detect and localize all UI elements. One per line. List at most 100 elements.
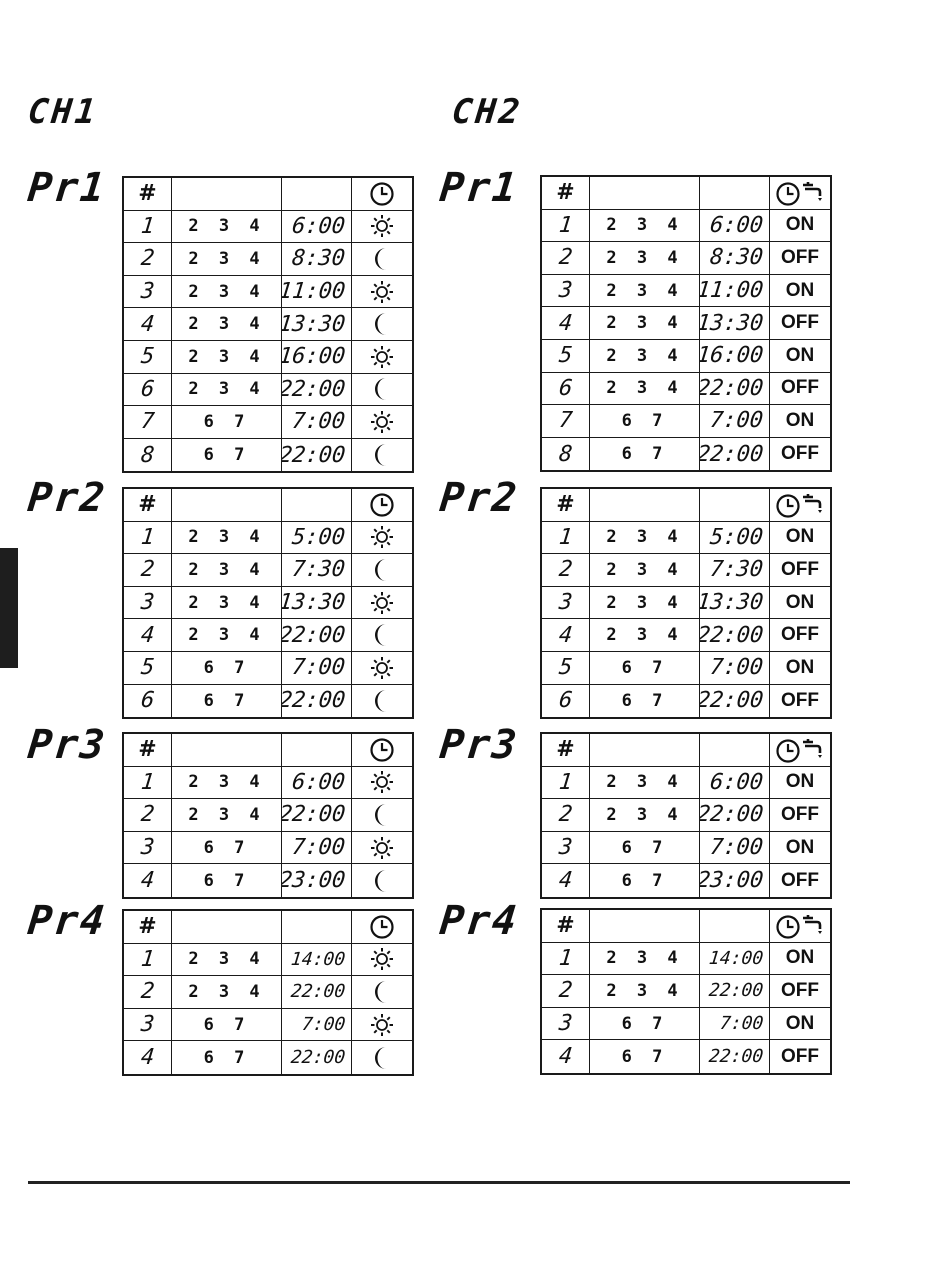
time-text: 8:30 [290, 246, 347, 272]
time-cell: 22:00 [700, 975, 770, 1008]
days-header [172, 911, 282, 944]
row-number-text: 4 [139, 1045, 156, 1071]
weekdays-cell: 1 2 3 4 5 [172, 554, 282, 587]
time-text: 7:00 [708, 835, 765, 861]
weekdays-cell: 1 2 3 4 5 [590, 942, 700, 976]
weekdays-cell: 1 2 3 4 5 [172, 586, 282, 620]
row-number-text: 3 [139, 590, 156, 616]
days-header [590, 489, 700, 522]
row-number-text: 1 [557, 524, 574, 550]
time-cell: 16:00 [700, 339, 770, 373]
row-number: 6 [124, 373, 172, 407]
row-number: 2 [542, 799, 590, 832]
channel-2-label: CH2 [449, 92, 525, 132]
ch1-program-1-table: #11 2 3 4 56:0021 2 3 4 58:3031 2 3 4 51… [122, 176, 414, 474]
row-number: 1 [542, 766, 590, 800]
sun-icon [352, 211, 412, 244]
time-header [700, 177, 770, 210]
weekdays-cell: 6 7 [172, 651, 282, 685]
row-number-text: 3 [557, 1011, 574, 1037]
time-text: 23:00 [282, 868, 347, 894]
time-cell: 14:00 [282, 943, 352, 977]
time-cell: 22:00 [700, 799, 770, 832]
weekdays-cell: 1 2 3 4 5 [590, 586, 700, 620]
switch-state: ON [770, 652, 830, 685]
row-number: 2 [542, 242, 590, 275]
weekdays-cell: 1 2 3 4 5 [172, 799, 282, 832]
weekdays-cell: 1 2 3 4 5 [172, 766, 282, 800]
row-number-text: 6 [557, 688, 574, 714]
row-number-text: 5 [557, 655, 574, 681]
index-header: # [124, 489, 172, 522]
sun-icon [352, 944, 412, 977]
time-cell: 22:00 [700, 1040, 770, 1073]
weekdays-cell: 6 7 [590, 684, 700, 718]
time-cell: 7:00 [700, 1007, 770, 1041]
row-number: 1 [124, 210, 172, 244]
weekdays-cell: 6 7 [172, 684, 282, 718]
time-text: 22:00 [700, 622, 765, 648]
row-number-text: 1 [139, 524, 156, 550]
time-cell: 23:00 [282, 864, 352, 897]
row-number-text: 4 [557, 310, 574, 336]
switch-state: OFF [770, 373, 830, 406]
row-number: 5 [542, 339, 590, 373]
ch2-program-4-label: Pr4 [437, 898, 521, 944]
switch-state: ON [770, 275, 830, 308]
weekdays-cell: 1 2 3 4 5 [172, 210, 282, 244]
weekdays-cell: 1 2 3 4 5 [590, 209, 700, 243]
time-header [282, 178, 352, 211]
row-number-text: 1 [557, 769, 574, 795]
time-cell: 6:00 [282, 210, 352, 244]
moon-icon [352, 976, 412, 1009]
row-number: 3 [542, 274, 590, 308]
row-number-text: 2 [139, 246, 156, 272]
weekdays-cell: 1 2 3 4 5 [172, 275, 282, 309]
index-header: # [542, 910, 590, 943]
sun-icon [352, 406, 412, 439]
time-cell: 16:00 [282, 340, 352, 374]
time-text: 6:00 [290, 769, 347, 795]
row-number-text: 1 [557, 945, 574, 971]
time-cell: 13:30 [282, 586, 352, 620]
weekdays-cell: 1 2 3 4 5 [590, 521, 700, 555]
row-number: 3 [124, 1008, 172, 1042]
row-number: 8 [124, 438, 172, 472]
weekdays-cell: 6 7 [590, 864, 700, 897]
ch2-program-1-label: Pr1 [437, 165, 521, 211]
row-number-text: 5 [557, 343, 574, 369]
time-text: 22:00 [282, 802, 347, 828]
time-cell: 11:00 [282, 275, 352, 309]
row-number: 1 [542, 209, 590, 243]
ch1-program-2-table: #11 2 3 4 55:0021 2 3 4 57:3031 2 3 4 51… [122, 487, 414, 720]
time-text: 11:00 [700, 278, 765, 304]
time-text: 22:00 [282, 376, 347, 402]
row-number: 5 [124, 340, 172, 374]
weekdays-cell: 1 2 3 4 5 [172, 521, 282, 555]
time-cell: 6:00 [700, 209, 770, 243]
time-text: 22:00 [700, 688, 765, 714]
row-number-text: 5 [139, 655, 156, 681]
moon-icon [352, 864, 412, 897]
time-cell: 6:00 [700, 766, 770, 800]
weekdays-cell: 1 2 3 4 5 [172, 373, 282, 407]
row-number: 7 [124, 406, 172, 439]
weekdays-cell: 1 2 3 4 5 [590, 242, 700, 275]
time-text: 22:00 [700, 441, 765, 467]
weekdays-cell: 1 2 3 4 5 [590, 766, 700, 800]
weekdays-cell: 1 2 3 4 5 [590, 307, 700, 340]
row-number: 3 [124, 275, 172, 309]
weekdays-cell: 6 7 [590, 437, 700, 471]
row-number-text: 8 [139, 442, 156, 468]
time-text: 7:00 [708, 655, 765, 681]
sun-icon [352, 522, 412, 555]
time-header [700, 734, 770, 767]
sun-icon [352, 341, 412, 374]
row-number: 3 [542, 586, 590, 620]
time-text: 22:00 [700, 802, 765, 828]
time-text: 7:00 [290, 835, 347, 861]
time-cell: 23:00 [700, 864, 770, 897]
clock-icon [352, 911, 412, 944]
time-cell: 22:00 [700, 619, 770, 652]
